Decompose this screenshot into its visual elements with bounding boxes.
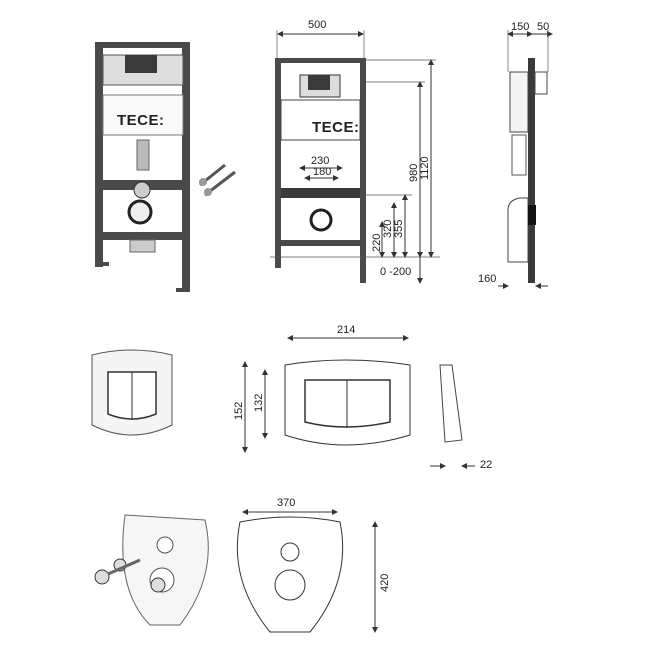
tece-logo-drawing: TECE: (312, 119, 360, 136)
mounting-bolts (199, 163, 236, 197)
side-view-drawing: 150 50 160 (478, 21, 553, 289)
front-view-drawing: TECE: 500 230 180 1120 980 355 320 220 0… (270, 19, 440, 284)
dim-355: 355 (393, 220, 405, 238)
dim-1120: 1120 (419, 156, 431, 180)
dim-230: 230 (311, 155, 329, 167)
dim-152: 152 (233, 402, 245, 420)
sound-mat-photo (94, 514, 209, 626)
tece-logo-photo: TECE: (117, 112, 165, 129)
flush-plate-drawing: 214 152 132 22 (233, 324, 492, 471)
dim-132: 132 (253, 394, 265, 412)
dim-width-500: 500 (308, 19, 326, 31)
dim-adjust-range: 0 -200 (380, 266, 411, 278)
dim-160: 160 (478, 273, 496, 285)
dim-220: 220 (371, 234, 383, 252)
sound-mat-drawing: 370 420 (236, 497, 391, 633)
dim-214: 214 (337, 324, 355, 336)
dim-370: 370 (277, 497, 295, 509)
dim-320: 320 (382, 220, 394, 238)
dim-980: 980 (408, 164, 420, 182)
dim-22: 22 (480, 459, 492, 471)
frame-photo: TECE: (95, 42, 190, 292)
dim-420: 420 (379, 574, 391, 592)
dim-180: 180 (313, 166, 331, 178)
dim-150: 150 (511, 21, 529, 33)
flush-plate-photo (91, 349, 173, 436)
dim-50: 50 (537, 21, 549, 33)
